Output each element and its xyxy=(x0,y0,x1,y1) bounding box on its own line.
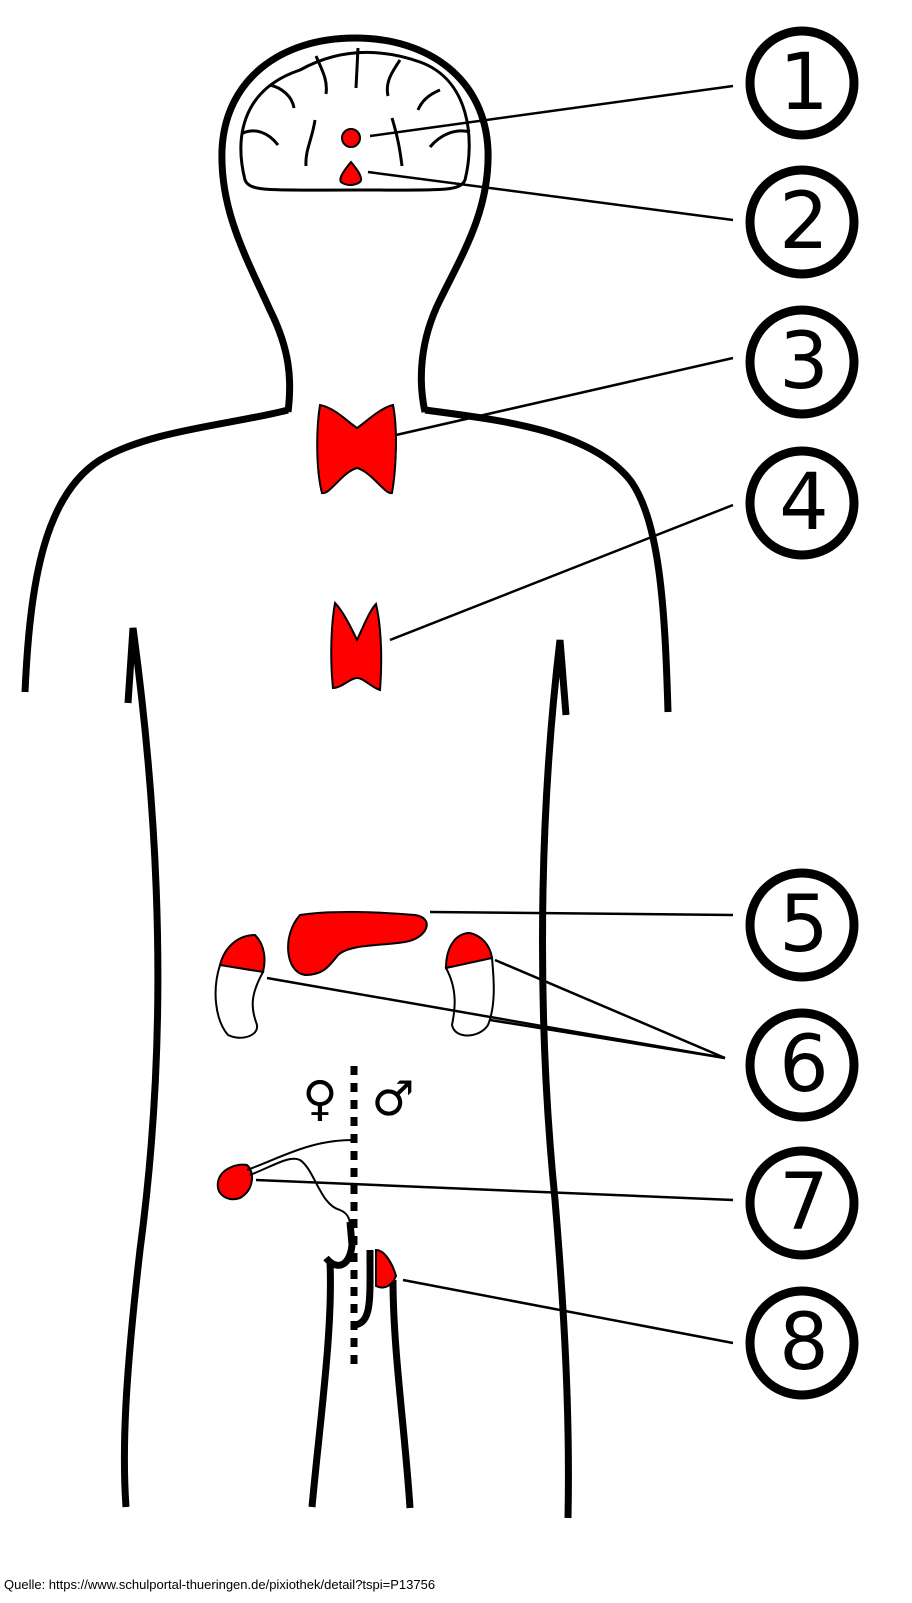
left-leg xyxy=(308,1261,334,1508)
label-5: 5 xyxy=(779,880,829,970)
thymus-gland xyxy=(330,600,383,692)
thyroid-gland xyxy=(316,403,397,495)
label-4: 4 xyxy=(779,458,829,548)
brain xyxy=(239,47,471,192)
label-7: 7 xyxy=(779,1158,829,1248)
pituitary-gland xyxy=(339,160,362,186)
body-outline xyxy=(21,34,672,1519)
label-1: 1 xyxy=(779,38,829,128)
label-2: 2 xyxy=(779,177,829,267)
pancreas xyxy=(287,910,428,977)
glands xyxy=(216,128,494,1289)
left-torso xyxy=(120,627,162,1508)
leader-lines xyxy=(255,84,734,1345)
number-badges xyxy=(745,26,859,1400)
right-torso xyxy=(539,639,572,1519)
reproductive-ducts xyxy=(246,1139,353,1236)
label-3: 3 xyxy=(779,317,829,407)
pineal-gland xyxy=(341,128,361,148)
ovary xyxy=(216,1163,253,1201)
female-genital xyxy=(323,1221,356,1269)
label-6: 6 xyxy=(779,1020,829,1110)
source-caption: Quelle: https://www.schulportal-thuering… xyxy=(4,1577,436,1592)
head-outline xyxy=(218,34,492,413)
right-leg xyxy=(389,1279,414,1509)
male-symbol: ♂ xyxy=(371,1071,414,1127)
testis xyxy=(375,1248,398,1289)
male-genital xyxy=(353,1249,374,1329)
label-8: 8 xyxy=(779,1298,829,1388)
female-symbol: ♀ xyxy=(302,1071,337,1127)
kidneys xyxy=(214,956,495,1039)
right-shoulder-arm xyxy=(424,406,672,713)
left-shoulder-arm xyxy=(21,406,289,693)
